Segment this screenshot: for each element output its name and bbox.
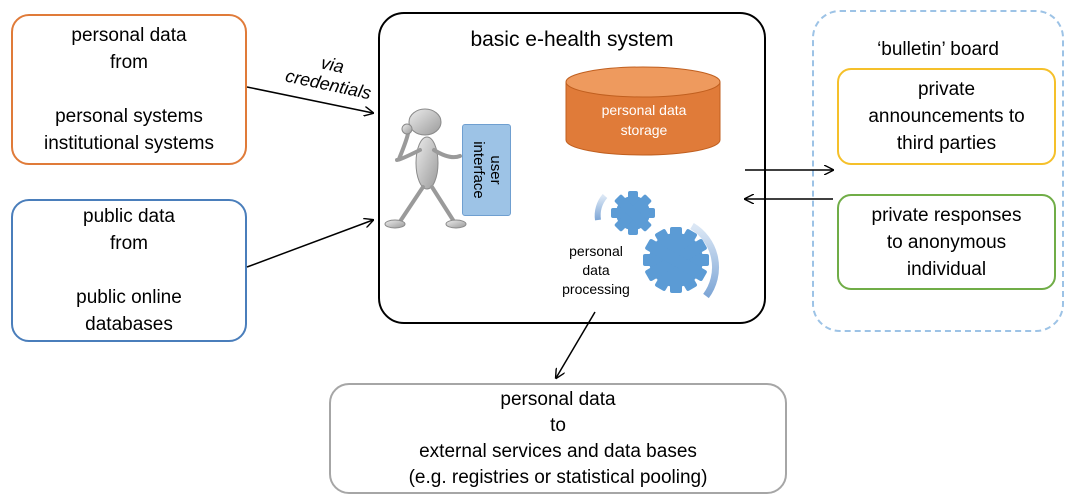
public-source-line2: from — [110, 233, 148, 254]
personal-data-source-box: personal data from personal systems inst… — [11, 14, 247, 165]
external-line1: personal data — [500, 388, 616, 410]
public-source-line3: public online — [76, 287, 182, 308]
public-source-line1: public data — [83, 206, 175, 227]
database-cylinder-icon — [565, 66, 721, 156]
storage-label-line2: storage — [620, 122, 668, 138]
arrow-processing-to-external — [556, 311, 596, 378]
responses-line3: individual — [906, 258, 987, 280]
processing-label-line3: processing — [562, 281, 630, 297]
user-interface-panel: user interface — [462, 124, 511, 216]
private-announcements-box: private announcements to third parties — [837, 68, 1056, 165]
private-responses-box: private responses to anonymous individua… — [837, 194, 1056, 290]
gears-icon — [594, 191, 719, 299]
public-source-line4: databases — [85, 314, 173, 335]
stick-figure-icon — [384, 108, 467, 229]
processing-label-line1: personal — [569, 243, 623, 259]
ui-label-line1: user — [486, 155, 504, 185]
responses-line1: private responses — [871, 204, 1022, 226]
external-line4: (e.g. registries or statistical pooling) — [408, 466, 708, 488]
processing-label: personal data processing — [547, 242, 645, 299]
external-line2: to — [550, 414, 566, 436]
storage-label-line1: personal data — [601, 102, 687, 118]
responses-line2: to anonymous — [886, 231, 1007, 253]
storage-label: personal data storage — [567, 100, 721, 140]
ehealth-system-title: basic e-health system — [470, 28, 674, 51]
announce-line3: third parties — [896, 133, 997, 154]
external-line3: external services and data bases — [419, 440, 697, 462]
processing-label-line2: data — [582, 262, 610, 278]
announce-line2: announcements to — [868, 106, 1025, 127]
public-data-source-box: public data from public online databases — [11, 199, 247, 342]
personal-source-line2: from — [110, 52, 148, 73]
announce-line1: private — [917, 79, 976, 100]
personal-source-line4: institutional systems — [43, 133, 214, 154]
bulletin-board-title: ‘bulletin’ board — [877, 39, 999, 60]
arrow-public-to-system — [246, 220, 373, 268]
ui-label-line2: interface — [469, 141, 487, 199]
personal-source-line3: personal systems — [55, 106, 203, 127]
personal-source-line1: personal data — [71, 25, 187, 46]
arrow-personal-to-system — [246, 86, 373, 113]
external-services-box: personal data to external services and d… — [329, 383, 787, 494]
